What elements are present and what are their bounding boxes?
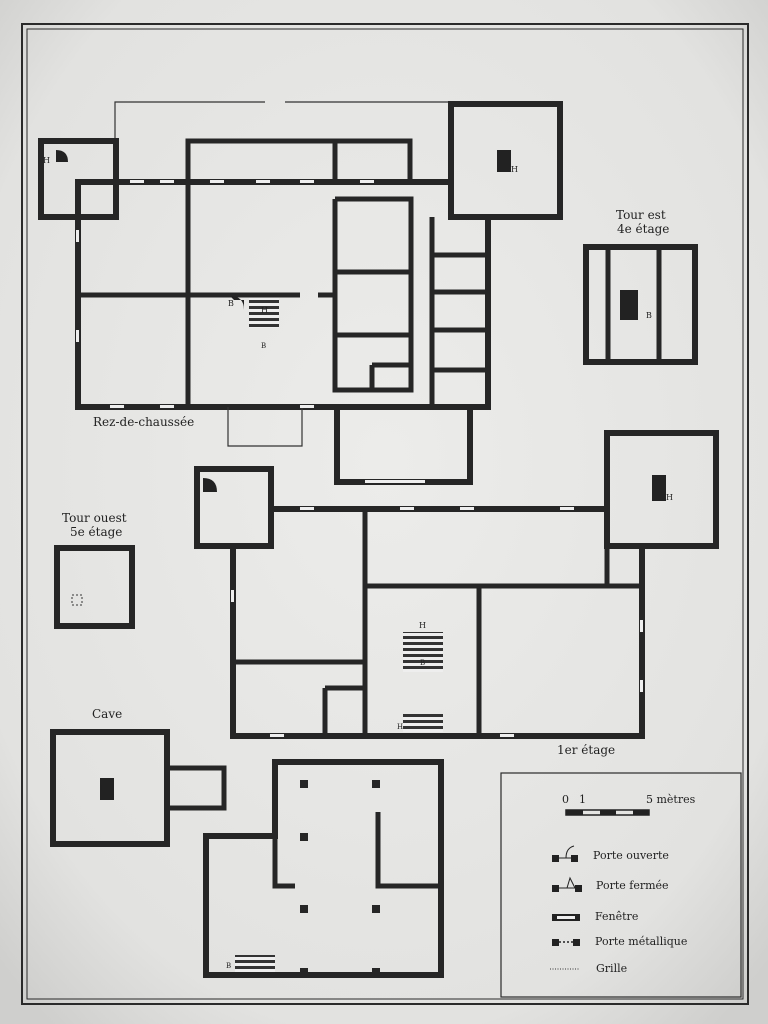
ground-stair: [249, 298, 279, 328]
west-tower-label-2: 5e étage: [70, 525, 122, 539]
svg-text:B: B: [646, 311, 652, 320]
svg-text:H: H: [397, 723, 403, 731]
legend-window-label: Fenêtre: [595, 910, 638, 923]
first-floor-label: 1er étage: [557, 743, 615, 757]
inner-frame: [26, 28, 744, 1000]
legend-metal-door-label: Porte métallique: [595, 935, 687, 948]
ground-top-annex: [185, 138, 413, 182]
legend-metal-door: Porte métallique: [552, 935, 687, 948]
ground-east-tower: [448, 101, 563, 220]
legend-open-door-label: Porte ouverte: [593, 849, 669, 862]
ground-windows: [76, 180, 425, 483]
ground-floor-plan: B H B H H Rez-de-chaussée: [38, 101, 563, 485]
svg-text:H: H: [666, 493, 673, 502]
east-tower-plan: Tour est 4e étage B: [583, 208, 698, 365]
svg-text:H: H: [100, 783, 107, 792]
scale-one: 1: [579, 793, 586, 806]
cellar-label: Cave: [92, 707, 122, 721]
legend-grille-label: Grille: [596, 962, 627, 975]
ground-partitions: [78, 182, 414, 407]
outer-frame: [21, 23, 749, 1005]
svg-text:H: H: [261, 306, 268, 315]
scale-five: 5 mètres: [646, 793, 696, 806]
ground-east-cells: [429, 217, 488, 407]
svg-text:H: H: [43, 156, 50, 165]
east-tower-label-1: Tour est: [616, 208, 666, 222]
legend-window: Fenêtre: [552, 910, 638, 923]
first-floor-plan: H B H H 1er étage: [194, 430, 719, 757]
svg-text:H: H: [419, 621, 426, 630]
legend: 0 1 5 mètres Porte ouverte Porte fermée …: [500, 772, 742, 998]
grille-line: [114, 101, 450, 138]
legend-closed-door: Porte fermée: [552, 876, 669, 892]
svg-text:H: H: [511, 165, 518, 174]
svg-text:B: B: [228, 299, 234, 308]
cellar-plan: Cave H: [50, 707, 227, 847]
west-tower-plan: Tour ouest 5e étage: [54, 511, 135, 629]
scale-zero: 0: [562, 793, 569, 806]
svg-text:B: B: [261, 342, 266, 350]
legend-grille: Grille: [550, 962, 627, 975]
legend-closed-door-label: Porte fermée: [596, 879, 669, 892]
ground-floor-label: Rez-de-chaussée: [93, 415, 194, 429]
west-tower-label-1: Tour ouest: [62, 511, 127, 525]
east-tower-label-2: 4e étage: [617, 222, 669, 236]
svg-text:B: B: [420, 659, 425, 667]
ground-porch: [227, 407, 303, 447]
lower-plan: B: [203, 759, 444, 978]
scale-bar: 0 1 5 mètres: [562, 793, 696, 816]
svg-text:B: B: [226, 962, 231, 970]
legend-open-door: Porte ouverte: [552, 845, 669, 862]
